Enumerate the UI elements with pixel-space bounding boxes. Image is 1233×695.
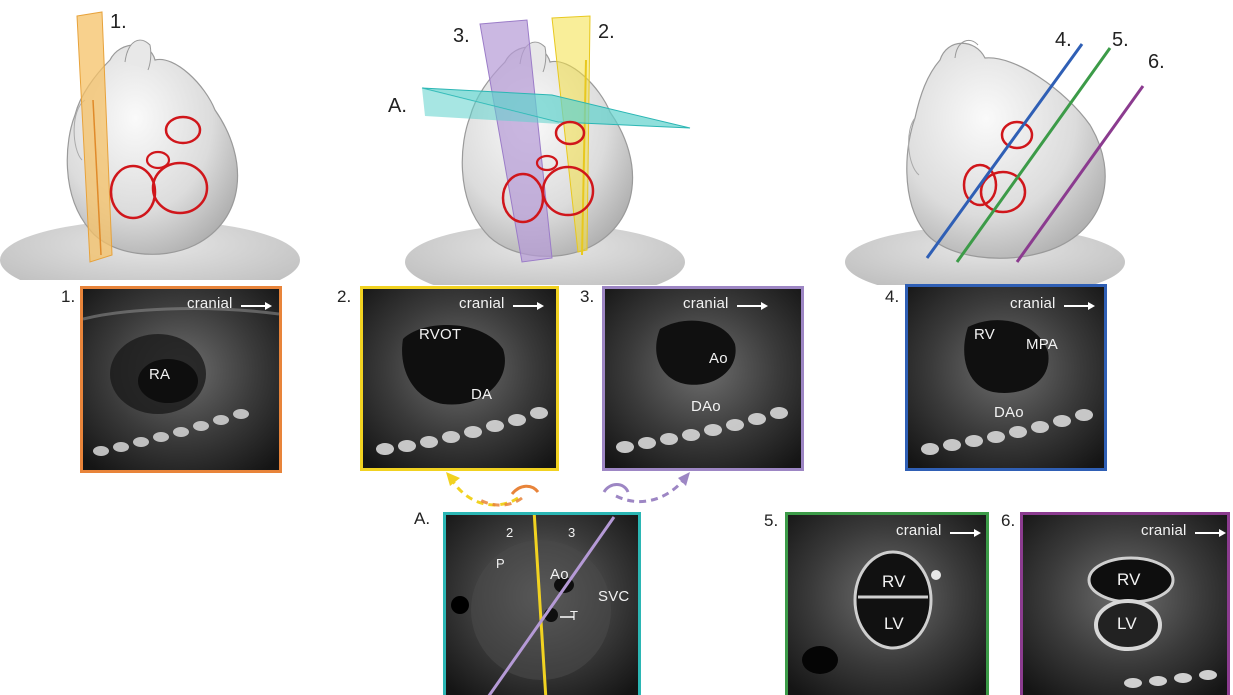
annotation-Ao: Ao [550, 567, 569, 582]
cranial-label-3: cranial [683, 296, 729, 311]
ultrasound-panel-6: cranial RV LV [1020, 512, 1230, 695]
plane-label-A: A. [388, 96, 407, 116]
ultrasound-panel-5: cranial RV LV [785, 512, 989, 695]
cranial-label-5: cranial [896, 523, 942, 538]
annotation-SVC: SVC [598, 589, 629, 604]
panel-number-1: 1. [61, 288, 75, 305]
annotation-DA: DA [471, 387, 492, 402]
ultrasound-panel-2: cranial RVOT DA [360, 286, 559, 471]
annotation-RV: RV [882, 573, 906, 590]
annotation-3: 3 [568, 526, 575, 539]
annotation-RV: RV [974, 327, 995, 342]
ultrasound-panel-1: cranial RA [80, 286, 282, 473]
heart-model-1: 1. [0, 0, 300, 280]
ultrasound-panel-4: cranial RV MPA DAo [905, 284, 1107, 471]
annotation-2: 2 [506, 526, 513, 539]
panel-number-5: 5. [764, 512, 778, 529]
panel-number-6: 6. [1001, 512, 1015, 529]
annotation-DAo: DAo [994, 405, 1024, 420]
ultrasound-panel-A: 2 3 P Ao SVC T [443, 512, 641, 695]
cranial-label-6: cranial [1141, 523, 1187, 538]
plane-label-2: 2. [598, 22, 615, 42]
plane-label-5: 5. [1112, 30, 1129, 50]
annotation-MPA: MPA [1026, 337, 1058, 352]
cranial-label-4: cranial [1010, 296, 1056, 311]
annotation-LV: LV [884, 615, 904, 632]
panel-number-A: A. [414, 510, 430, 527]
cranial-label-2: cranial [459, 296, 505, 311]
heart-model-3: 4. 5. 6. [835, 0, 1195, 285]
arrow-right-icon [761, 302, 768, 310]
arrow-right-icon [537, 302, 544, 310]
ultrasound-panel-3: cranial Ao DAo [602, 286, 804, 471]
panel-number-3: 3. [580, 288, 594, 305]
annotation-P: P [496, 557, 505, 570]
plane-label-3: 3. [453, 26, 470, 46]
plane-label-1: 1. [110, 12, 127, 32]
arrow-right-icon [265, 302, 272, 310]
annotation-DAo: DAo [691, 399, 721, 414]
cranial-label-1: cranial [187, 296, 233, 311]
arrow-right-icon [974, 529, 981, 537]
annotation-RV: RV [1117, 571, 1141, 588]
arrow-right-icon [1219, 529, 1226, 537]
plane-label-4: 4. [1055, 30, 1072, 50]
annotation-RA: RA [149, 367, 170, 382]
arrowhead-icon [678, 472, 690, 486]
arrow-right-icon [1088, 302, 1095, 310]
panel-number-4: 4. [885, 288, 899, 305]
annotation-LV: LV [1117, 615, 1137, 632]
panel-number-2: 2. [337, 288, 351, 305]
heart-model-2: 3. 2. A. [380, 0, 710, 285]
annotation-RVOT: RVOT [419, 327, 461, 342]
annotation-Ao: Ao [709, 351, 728, 366]
plane-label-6: 6. [1148, 52, 1165, 72]
